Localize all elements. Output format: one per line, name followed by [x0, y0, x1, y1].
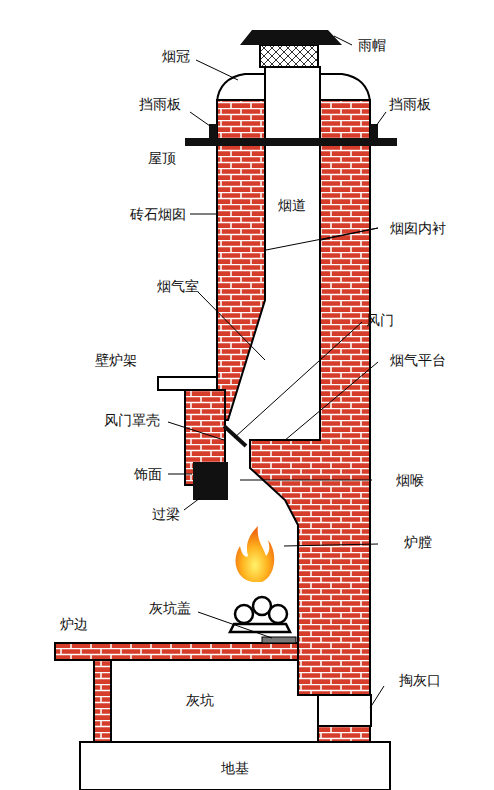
flashing [370, 124, 378, 140]
hearth-support [94, 660, 111, 742]
mantel-shelf [158, 377, 217, 390]
brick-wall [217, 100, 265, 420]
part-label: 烟囱内衬 [390, 220, 446, 236]
part-label: 烟道 [278, 197, 306, 213]
part-label: 砖石烟囱 [130, 206, 186, 222]
part-label: 烟冠 [162, 48, 190, 64]
part-label: 壁炉架 [95, 352, 137, 368]
part-label: 雨帽 [358, 37, 386, 53]
flue [265, 66, 320, 300]
rain-cap-mesh [260, 45, 318, 67]
part-label: 挡雨板 [389, 96, 431, 112]
part-label: 风门罩壳 [104, 412, 160, 428]
part-label: 炉膛 [404, 534, 432, 550]
part-label: 饰面 [134, 466, 162, 482]
cleanout-opening [318, 695, 371, 726]
part-label: 挡雨板 [139, 96, 181, 112]
part-label: 烟喉 [396, 472, 424, 488]
part-label: 地基 [221, 760, 249, 776]
ash-pit-cover [262, 637, 296, 643]
flue-lining [264, 66, 266, 300]
rain-cap [240, 30, 342, 45]
part-label: 灰坑盖 [149, 600, 191, 616]
part-label: 过梁 [152, 506, 180, 522]
part-label: 灰坑 [186, 692, 214, 708]
part-label: 烟气平台 [390, 352, 446, 368]
flashing [209, 124, 217, 140]
leader-lines [168, 36, 386, 708]
lintel [193, 462, 228, 500]
part-label: 掏灰口 [399, 672, 441, 688]
flue-lining [319, 66, 321, 300]
hearth [55, 643, 298, 660]
part-label: 风门 [366, 312, 394, 328]
foundation [80, 742, 390, 790]
part-label: 烟气室 [157, 278, 199, 294]
part-label: 屋顶 [148, 150, 176, 166]
fire [236, 526, 275, 582]
part-label: 炉边 [60, 616, 88, 632]
damper [224, 426, 246, 446]
